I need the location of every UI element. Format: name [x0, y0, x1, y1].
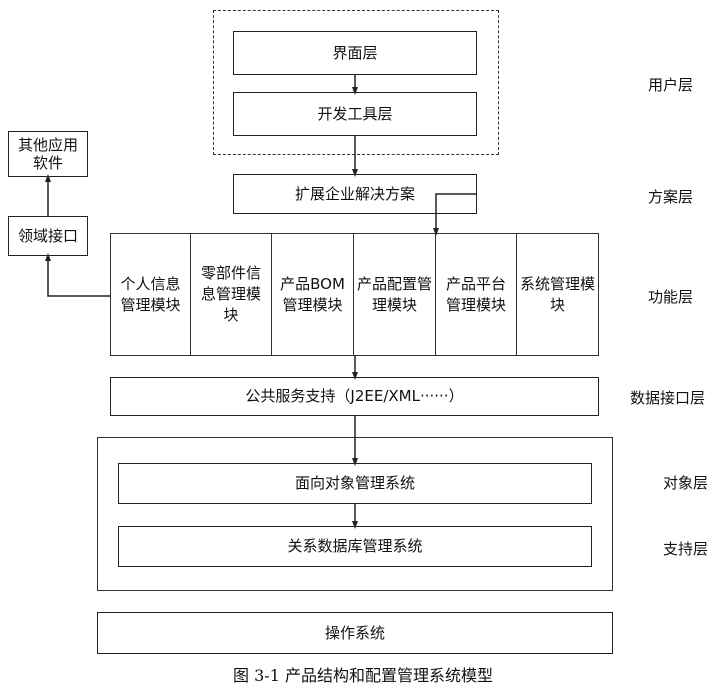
public-service-box: 公共服务支持（J2EE/XML······） [110, 377, 599, 416]
layer-label-data-interface: 数据接口层 [630, 389, 706, 407]
layer-label-user: 用户层 [648, 76, 694, 94]
domain-interface-text: 领域接口 [17, 226, 78, 245]
user-layer-group [213, 10, 499, 155]
public-service-text: 公共服务支持（J2EE/XML······） [245, 387, 464, 406]
function-module: 零部件信息管理模块 [191, 233, 272, 356]
figure-caption: 图 3-1 产品结构和配置管理系统模型 [233, 666, 493, 685]
ui-layer-text: 界面层 [332, 43, 378, 62]
function-module-text: 产品平台管理模块 [445, 274, 506, 314]
function-module-text: 零部件信息管理模块 [200, 264, 261, 324]
os-box: 操作系统 [97, 612, 613, 654]
domain-interface-box: 领域接口 [8, 216, 88, 256]
layer-label-solution: 方案层 [648, 188, 694, 206]
function-module: 系统管理模块 [517, 233, 598, 356]
layer-label-function: 功能层 [648, 288, 694, 306]
function-module-text: 个人信息管理模块 [120, 274, 181, 314]
oo-management-text: 面向对象管理系统 [294, 474, 415, 493]
relational-db-text: 关系数据库管理系统 [287, 537, 423, 556]
function-module: 产品BOM管理模块 [272, 233, 354, 356]
function-module: 个人信息管理模块 [111, 233, 191, 356]
relational-db-box: 关系数据库管理系统 [118, 526, 592, 567]
other-apps-text: 其他应用软件 [17, 136, 78, 172]
dev-tools-layer-box: 开发工具层 [233, 92, 477, 136]
function-module-text: 产品BOM管理模块 [280, 274, 345, 314]
extend-solution-text: 扩展企业解决方案 [294, 184, 415, 203]
layer-label-object: 对象层 [663, 474, 709, 492]
function-module-text: 系统管理模块 [520, 274, 596, 314]
function-module: 产品平台管理模块 [436, 233, 517, 356]
layer-label-support: 支持层 [663, 540, 709, 558]
arrow-solution-to-modules [433, 193, 477, 236]
function-modules-frame [110, 233, 599, 356]
other-apps-box: 其他应用软件 [8, 131, 88, 177]
arrow-modules-to-domain [45, 253, 110, 297]
dev-tools-layer-text: 开发工具层 [317, 104, 393, 123]
function-module: 产品配置管理模块 [354, 233, 436, 356]
os-text: 操作系统 [324, 623, 385, 642]
function-module-text: 产品配置管理模块 [357, 274, 433, 314]
ui-layer-box: 界面层 [233, 31, 477, 75]
